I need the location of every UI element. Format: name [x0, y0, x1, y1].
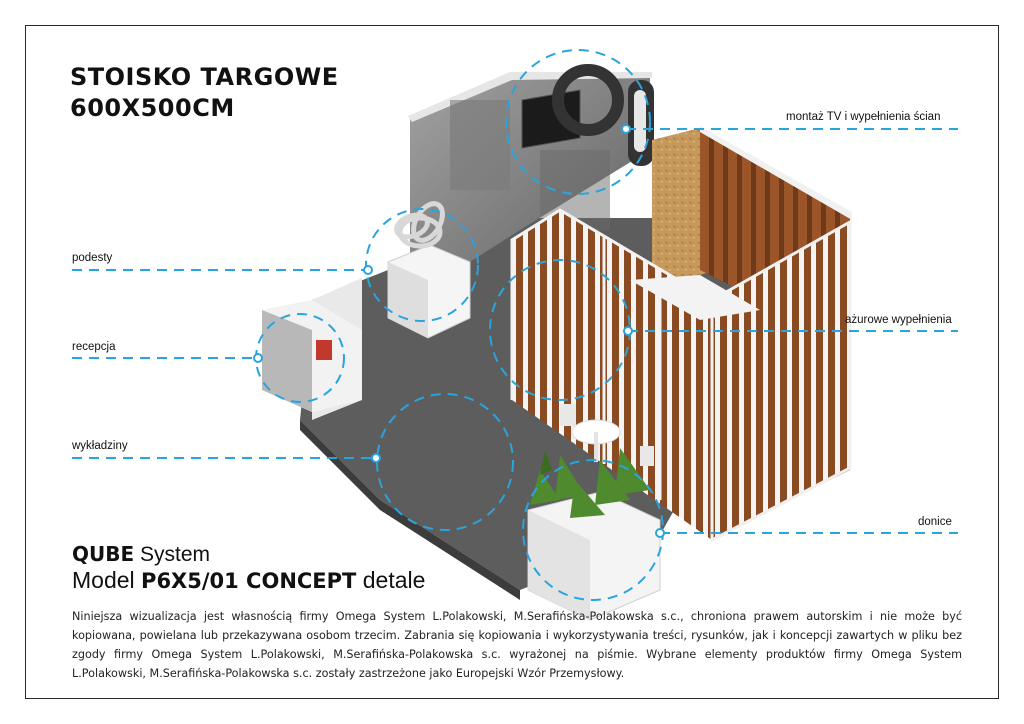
- callout-label-wykladziny: wykładziny: [72, 440, 128, 452]
- chair: [560, 404, 576, 426]
- callout-circle-tv: [505, 49, 651, 195]
- copyright-disclaimer: Niniejsza wizualizacja jest własnością f…: [72, 607, 962, 683]
- bar-counter: [630, 275, 760, 320]
- system-brand: QUBE: [72, 542, 135, 566]
- page-frame: [25, 25, 999, 699]
- callout-label-recepcja: recepcja: [72, 341, 116, 353]
- callout-label-azurowe: ażurowe wypełnienia: [845, 314, 952, 326]
- chair: [640, 446, 654, 466]
- callout-label-tv: montaż TV i wypełnienia ścian: [786, 111, 941, 123]
- wood-wall-top: [700, 126, 852, 220]
- callout-markers: [72, 49, 958, 601]
- model-suffix: detale: [356, 567, 426, 593]
- title-line-1: STOISKO TARGOWE: [70, 63, 339, 91]
- front-slat-frame: [510, 208, 714, 540]
- model-prefix: Model: [72, 567, 135, 593]
- callout-label-podesty: podesty: [72, 252, 113, 264]
- reception-front: [262, 310, 312, 412]
- page-title: STOISKO TARGOWE 600X500CM: [70, 62, 339, 124]
- podest-side: [388, 262, 428, 338]
- back-wall-top: [408, 72, 652, 122]
- floor-edge: [300, 420, 520, 600]
- title-line-2: 600X500CM: [70, 94, 235, 122]
- callout-circle-podesty: [365, 208, 479, 322]
- concrete-panel: [450, 100, 510, 190]
- model-name: Model P6X5/01 CONCEPT detale: [72, 567, 425, 594]
- system-suffix: System: [140, 543, 211, 566]
- model-code: P6X5/01 CONCEPT: [141, 569, 357, 593]
- callout-label-donice: donice: [918, 516, 952, 528]
- system-name: QUBE System: [72, 542, 210, 567]
- side-wall: [712, 222, 850, 540]
- disclaimer-text: Niniejsza wizualizacja jest własnością f…: [72, 610, 962, 680]
- reception-logo: [316, 340, 332, 360]
- sculpture: [394, 201, 445, 249]
- callout-dots: [253, 124, 665, 538]
- planter-front: [528, 510, 590, 620]
- plants: [530, 448, 650, 518]
